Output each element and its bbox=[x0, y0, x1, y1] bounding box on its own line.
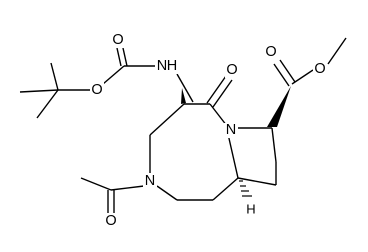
bond-ch2-b-to-n-acetyl bbox=[156, 185, 178, 201]
bond-alpha-prime-to-ch2-d bbox=[271, 127, 277, 163]
bond-tbu-methyl-bottom bbox=[36, 89, 59, 119]
bond-ester-c-o-double-1 bbox=[273, 63, 290, 87]
bond-ch2-c-to-alpha bbox=[149, 103, 185, 136]
bond-ester-c-o-double-2 bbox=[279, 59, 296, 83]
atom-h-stereo: H bbox=[246, 202, 255, 217]
bond-lactam-c-o-double-2 bbox=[212, 79, 233, 108]
atom-h-carbamate: H bbox=[167, 58, 177, 74]
bond-carbamate-c-o-double-2 bbox=[122, 47, 128, 67]
bond-lactam-c-o-double-1 bbox=[206, 75, 227, 104]
eight-membered-ring bbox=[149, 103, 239, 201]
bond-tbu-methyl-left bbox=[19, 89, 59, 93]
pyrrolidine-ring bbox=[236, 127, 277, 186]
tert-butyl-group bbox=[19, 62, 90, 119]
bond-lactam-carbon-to-nitrogen bbox=[209, 103, 228, 127]
atom-o-acetyl: O bbox=[105, 213, 116, 229]
wedge-bond-alpha-carbon bbox=[181, 88, 186, 104]
bond-tbu-methyl-top bbox=[50, 62, 59, 91]
methyl-ester-group bbox=[273, 37, 347, 87]
atom-o-ester-carbonyl: O bbox=[265, 44, 276, 60]
atom-n-acetyl: N bbox=[145, 173, 155, 189]
bond-bridgehead-to-ch2-a bbox=[212, 177, 239, 201]
atom-o-ester-methoxy: O bbox=[314, 61, 325, 77]
atom-o-carbamate-carbonyl: O bbox=[112, 32, 123, 48]
bond-carbamate-c-o-double-1 bbox=[116, 47, 122, 67]
acetyl-group bbox=[80, 177, 145, 213]
atom-o-lactam: O bbox=[226, 62, 237, 78]
bond-n-acetyl-to-carbonyl-c bbox=[110, 185, 145, 191]
atom-n-bridge: N bbox=[226, 122, 236, 138]
bond-nh-to-alpha-carbon bbox=[176, 73, 194, 103]
carbamate-group bbox=[102, 47, 155, 85]
bond-acetyl-c-to-methyl bbox=[80, 177, 112, 191]
lactam-carbonyl bbox=[206, 75, 233, 108]
bond-ester-c-to-o bbox=[291, 69, 314, 85]
hashed-bond-bridgehead-h bbox=[239, 180, 252, 197]
atom-o-carbamate-ester: O bbox=[91, 82, 102, 98]
bond-o-to-carbamate-carbon bbox=[102, 65, 125, 85]
atom-n-carbamate: N bbox=[157, 58, 167, 74]
bond-ch2-e-to-bridgehead bbox=[237, 177, 277, 186]
bond-o-to-methyl bbox=[327, 37, 347, 65]
bond-nitrogen-to-bridgehead bbox=[227, 133, 239, 179]
wedge-bond-alpha-prime-carbon bbox=[267, 86, 291, 127]
atom-labels: O O N H O N O O N O H bbox=[90, 32, 327, 229]
